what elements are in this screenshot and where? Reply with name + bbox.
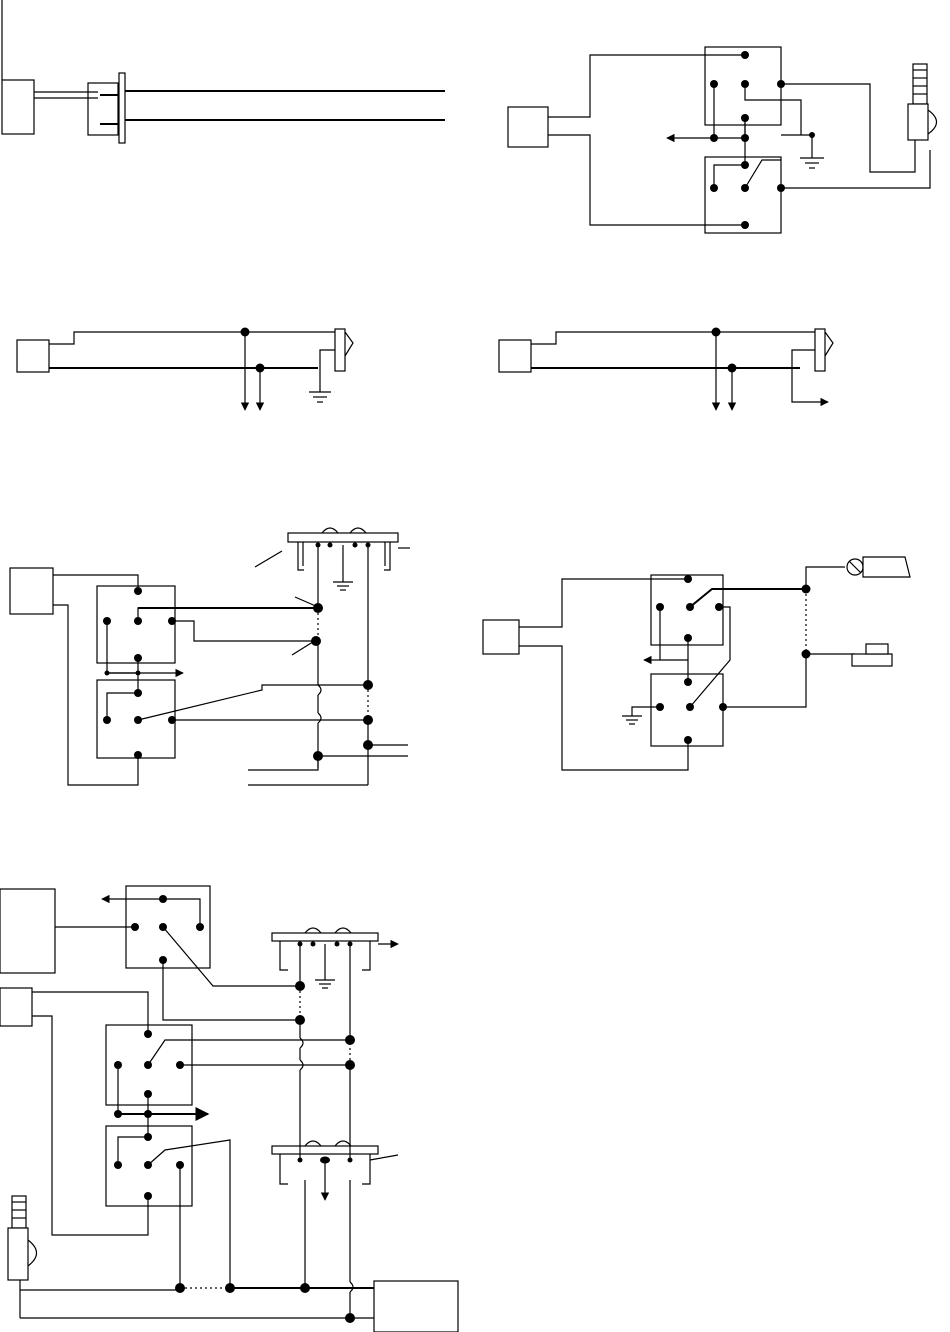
figure-d (499, 328, 833, 411)
switch-assembly-lower (272, 1141, 398, 1200)
source-box (483, 620, 519, 654)
source-box (10, 568, 53, 614)
source-box (508, 107, 548, 147)
switch-assembly-top (288, 528, 410, 685)
source-box-lower (0, 988, 32, 1026)
figure-b (508, 47, 937, 233)
connector-plug-icon (908, 64, 937, 140)
connector-plug-icon (8, 1196, 37, 1280)
source-box (17, 340, 49, 372)
source-box (2, 80, 34, 134)
figure-f (483, 557, 910, 770)
switch-body (335, 329, 345, 371)
socket-housing (88, 83, 118, 135)
mounting-flange (119, 73, 125, 143)
source-box-upper (0, 889, 55, 973)
bulb-socket-icon (847, 557, 910, 577)
switch-assembly-upper (272, 928, 398, 988)
switch-body (815, 329, 825, 371)
sensor-block-icon (852, 644, 892, 666)
load-box (374, 1281, 458, 1332)
figure-a (2, 0, 445, 143)
figure-c (17, 328, 353, 411)
figure-e (10, 528, 410, 785)
figure-g (0, 886, 458, 1332)
source-box (499, 340, 531, 372)
